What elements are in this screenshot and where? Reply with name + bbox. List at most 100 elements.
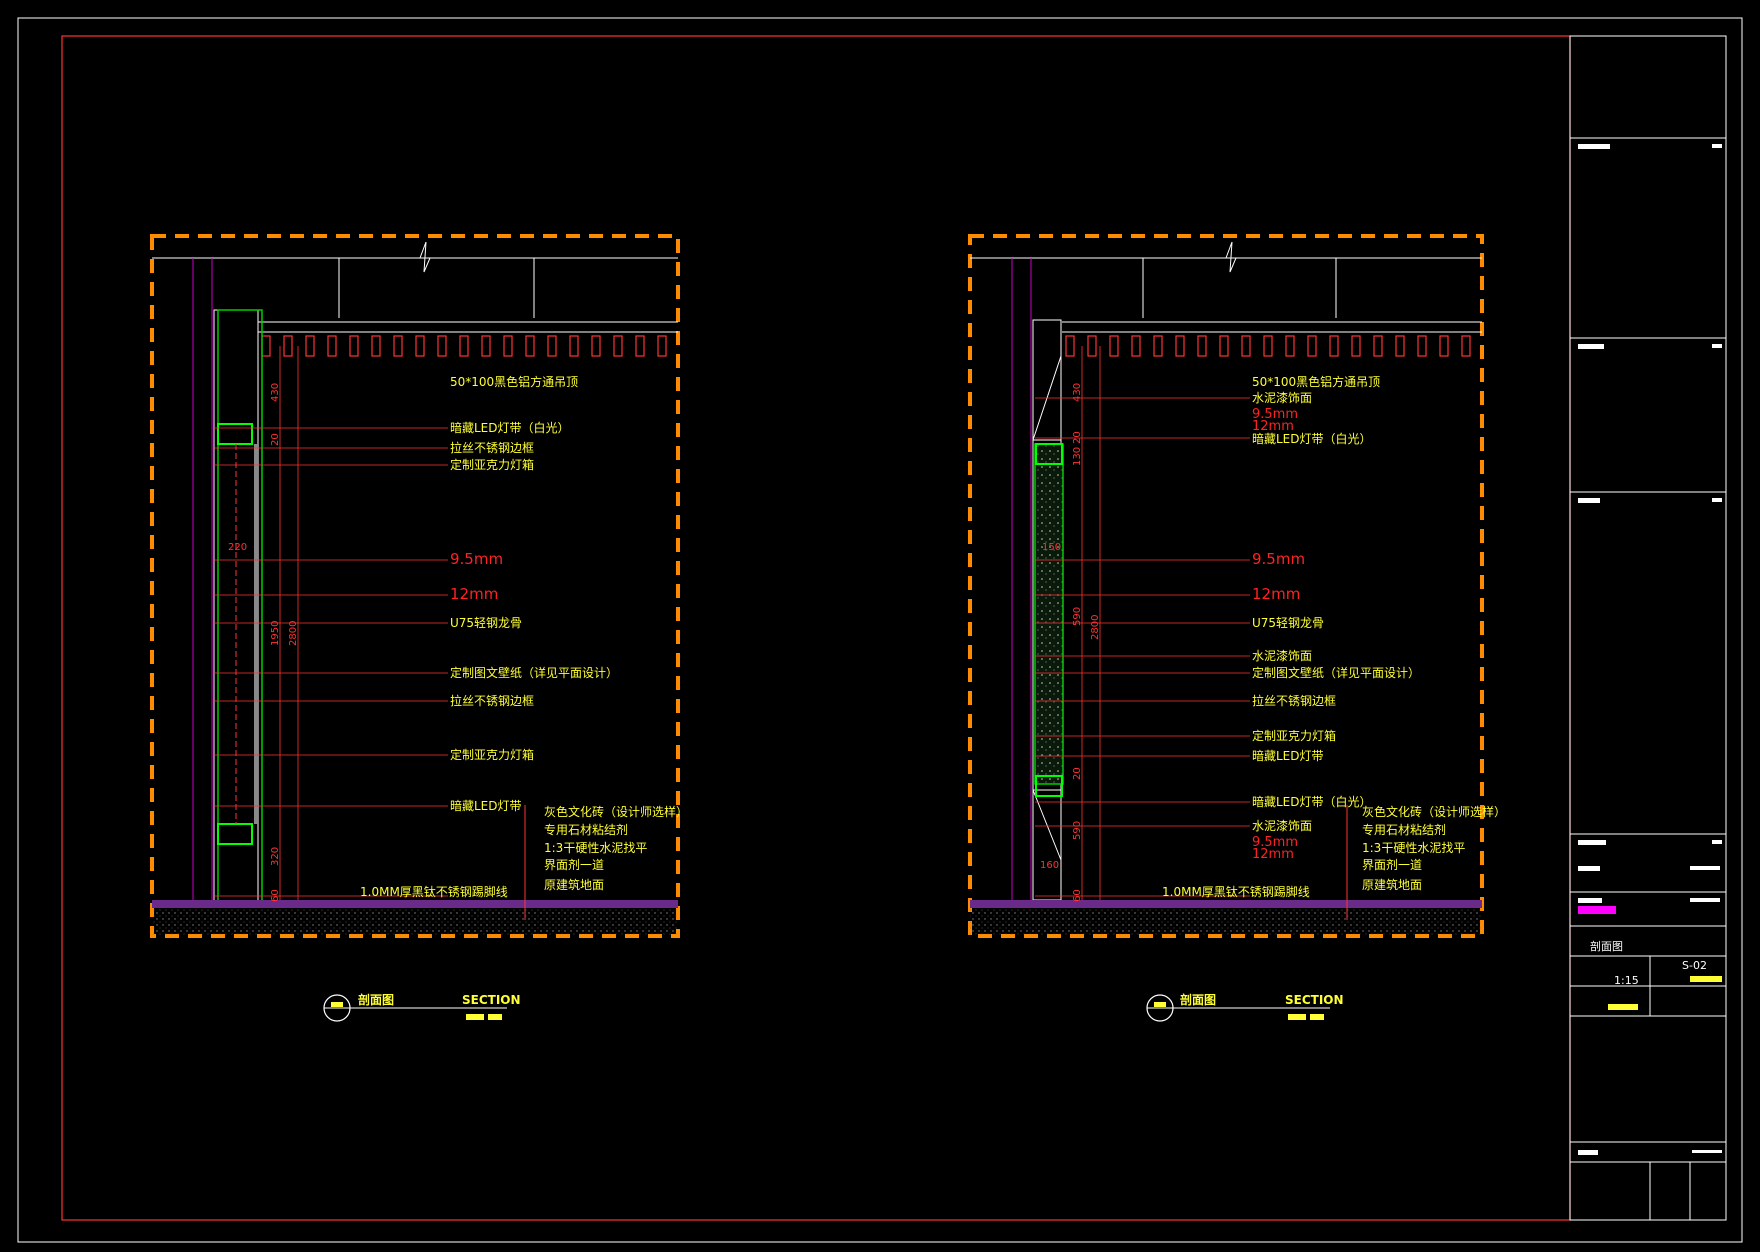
outer-frame [17, 17, 1743, 1243]
right-label-led3: 暗藏LED灯带（白光） [1252, 794, 1372, 809]
right-dim-base: 60 [1072, 889, 1083, 902]
left-label-board2: 12mm [450, 585, 498, 603]
ceiling-tube [1153, 335, 1163, 357]
right-label-frame: 拉丝不锈钢边框 [1252, 693, 1336, 708]
left-floor-4: 界面剂一道 [544, 857, 604, 872]
ceiling-tube [1417, 335, 1427, 357]
left-labels: 50*100黑色铝方通吊顶 暗藏LED灯带（白光） 拉丝不锈钢边框 定制亚克力灯… [228, 374, 688, 902]
left-dim-top: 430 [270, 383, 281, 402]
title-block [1569, 35, 1727, 1221]
left-label-lightbox: 定制亚克力灯箱 [450, 457, 534, 472]
ceiling-tube [613, 335, 623, 357]
ceiling-tube [371, 335, 381, 357]
right-label-cement3: 水泥漆饰面 [1252, 819, 1312, 833]
left-dim-gap: 20 [270, 433, 281, 446]
right-label-wallpaper: 定制图文壁纸（详见平面设计） [1252, 665, 1420, 680]
right-dim-width: 150 [1042, 542, 1061, 553]
left-label-led2: 暗藏LED灯带 [450, 798, 522, 813]
left-label-keel: U75轻钢龙骨 [450, 616, 522, 630]
left-title-cn: 剖面图 [358, 992, 394, 1007]
right-labels: 50*100黑色铝方通吊顶 水泥漆饰面 9.5mm 12mm 暗藏LED灯带（白… [1040, 374, 1506, 902]
right-dim-bot: 590 [1072, 821, 1083, 840]
ceiling-tube [503, 335, 513, 357]
ceiling-tube [1439, 335, 1449, 357]
ceiling-tube [481, 335, 491, 357]
left-dim-total: 2800 [288, 621, 299, 646]
right-label-board4: 12mm [1252, 585, 1300, 603]
left-dim-base: 60 [270, 889, 281, 902]
left-floor-5: 原建筑地面 [544, 877, 604, 892]
left-label-wallpaper: 定制图文壁纸（详见平面设计） [450, 665, 618, 680]
right-dim-gap1: 20 [1072, 431, 1083, 444]
right-dim-mid: 590 [1072, 607, 1083, 626]
ceiling-tube [1241, 335, 1251, 357]
left-label-board1: 9.5mm [450, 550, 503, 568]
right-label-lightbox: 定制亚克力灯箱 [1252, 728, 1336, 743]
right-label-cement2: 水泥漆饰面 [1252, 649, 1312, 663]
left-floor-3: 1:3干硬性水泥找平 [544, 841, 647, 855]
right-floor-2: 专用石材粘结剂 [1362, 822, 1446, 837]
right-dim-top: 430 [1072, 383, 1083, 402]
scale-text: 1:15 [1614, 974, 1639, 987]
left-label-lightbox2: 定制亚克力灯箱 [450, 747, 534, 762]
right-label-led: 暗藏LED灯带（白光） [1252, 431, 1372, 446]
ceiling-tube [305, 335, 315, 357]
left-floor-1: 灰色文化砖（设计师选样） [544, 804, 688, 819]
right-dim-gap2: 20 [1072, 767, 1083, 780]
right-label-board6: 12mm [1252, 847, 1294, 862]
ceiling-tube [1329, 335, 1339, 357]
right-dim-led: 130 [1072, 447, 1083, 466]
right-dim-width2: 160 [1040, 860, 1059, 871]
ceiling-tube [1285, 335, 1295, 357]
ceiling-tube [1109, 335, 1119, 357]
ceiling-tube [1087, 335, 1097, 357]
ceiling-tube [1219, 335, 1229, 357]
left-dim-bot: 320 [270, 847, 281, 866]
ceiling-tube [591, 335, 601, 357]
ceiling-tube [569, 335, 579, 357]
ceiling-tube [1461, 335, 1471, 357]
right-title-block: 剖面图 SECTION [1146, 992, 1344, 1022]
ceiling-tube [1065, 335, 1075, 357]
right-label-cement: 水泥漆饰面 [1252, 391, 1312, 405]
ceiling-tube [1197, 335, 1207, 357]
ceiling-tube [657, 335, 667, 357]
ceiling-tube [1175, 335, 1185, 357]
right-label-led2: 暗藏LED灯带 [1252, 748, 1324, 763]
left-label-ceiling: 50*100黑色铝方通吊顶 [450, 374, 578, 389]
left-label-frame2: 拉丝不锈钢边框 [450, 693, 534, 708]
right-label-board3: 9.5mm [1252, 550, 1305, 568]
ceiling-tube [349, 335, 359, 357]
ceiling-tube [1307, 335, 1317, 357]
ceiling-tube [1351, 335, 1361, 357]
right-floor-5: 原建筑地面 [1362, 877, 1422, 892]
sheet-title: 剖面图 [1590, 939, 1623, 953]
ceiling-tube [1263, 335, 1273, 357]
ceiling-tube [547, 335, 557, 357]
right-label-board2: 12mm [1252, 419, 1294, 434]
ceiling-tube [525, 335, 535, 357]
ceiling-tube [283, 335, 293, 357]
left-dim-width: 220 [228, 542, 247, 553]
right-label-ceiling: 50*100黑色铝方通吊顶 [1252, 374, 1380, 389]
ceiling-tube [1395, 335, 1405, 357]
ceiling-tube [459, 335, 469, 357]
ceiling-tube [261, 335, 271, 357]
right-title-en: SECTION [1285, 993, 1344, 1007]
ceiling-tube [635, 335, 645, 357]
date-mark [1608, 1004, 1638, 1010]
right-label-board5: 9.5mm [1252, 835, 1298, 850]
sheet-number: S-02 [1682, 959, 1707, 972]
right-label-skirting: 1.0MM厚黑钛不锈钢踢脚线 [1162, 884, 1310, 899]
ceiling-tube [1373, 335, 1383, 357]
left-section [150, 234, 680, 938]
right-floor-3: 1:3干硬性水泥找平 [1362, 841, 1465, 855]
left-label-frame: 拉丝不锈钢边框 [450, 440, 534, 455]
left-dim-mid: 1950 [270, 621, 281, 646]
right-label-board1: 9.5mm [1252, 407, 1298, 422]
right-floor-1: 灰色文化砖（设计师选样） [1362, 804, 1506, 819]
left-title-en: SECTION [462, 993, 521, 1007]
left-title-block: 剖面图 SECTION [323, 992, 521, 1022]
ceiling-tube [327, 335, 337, 357]
